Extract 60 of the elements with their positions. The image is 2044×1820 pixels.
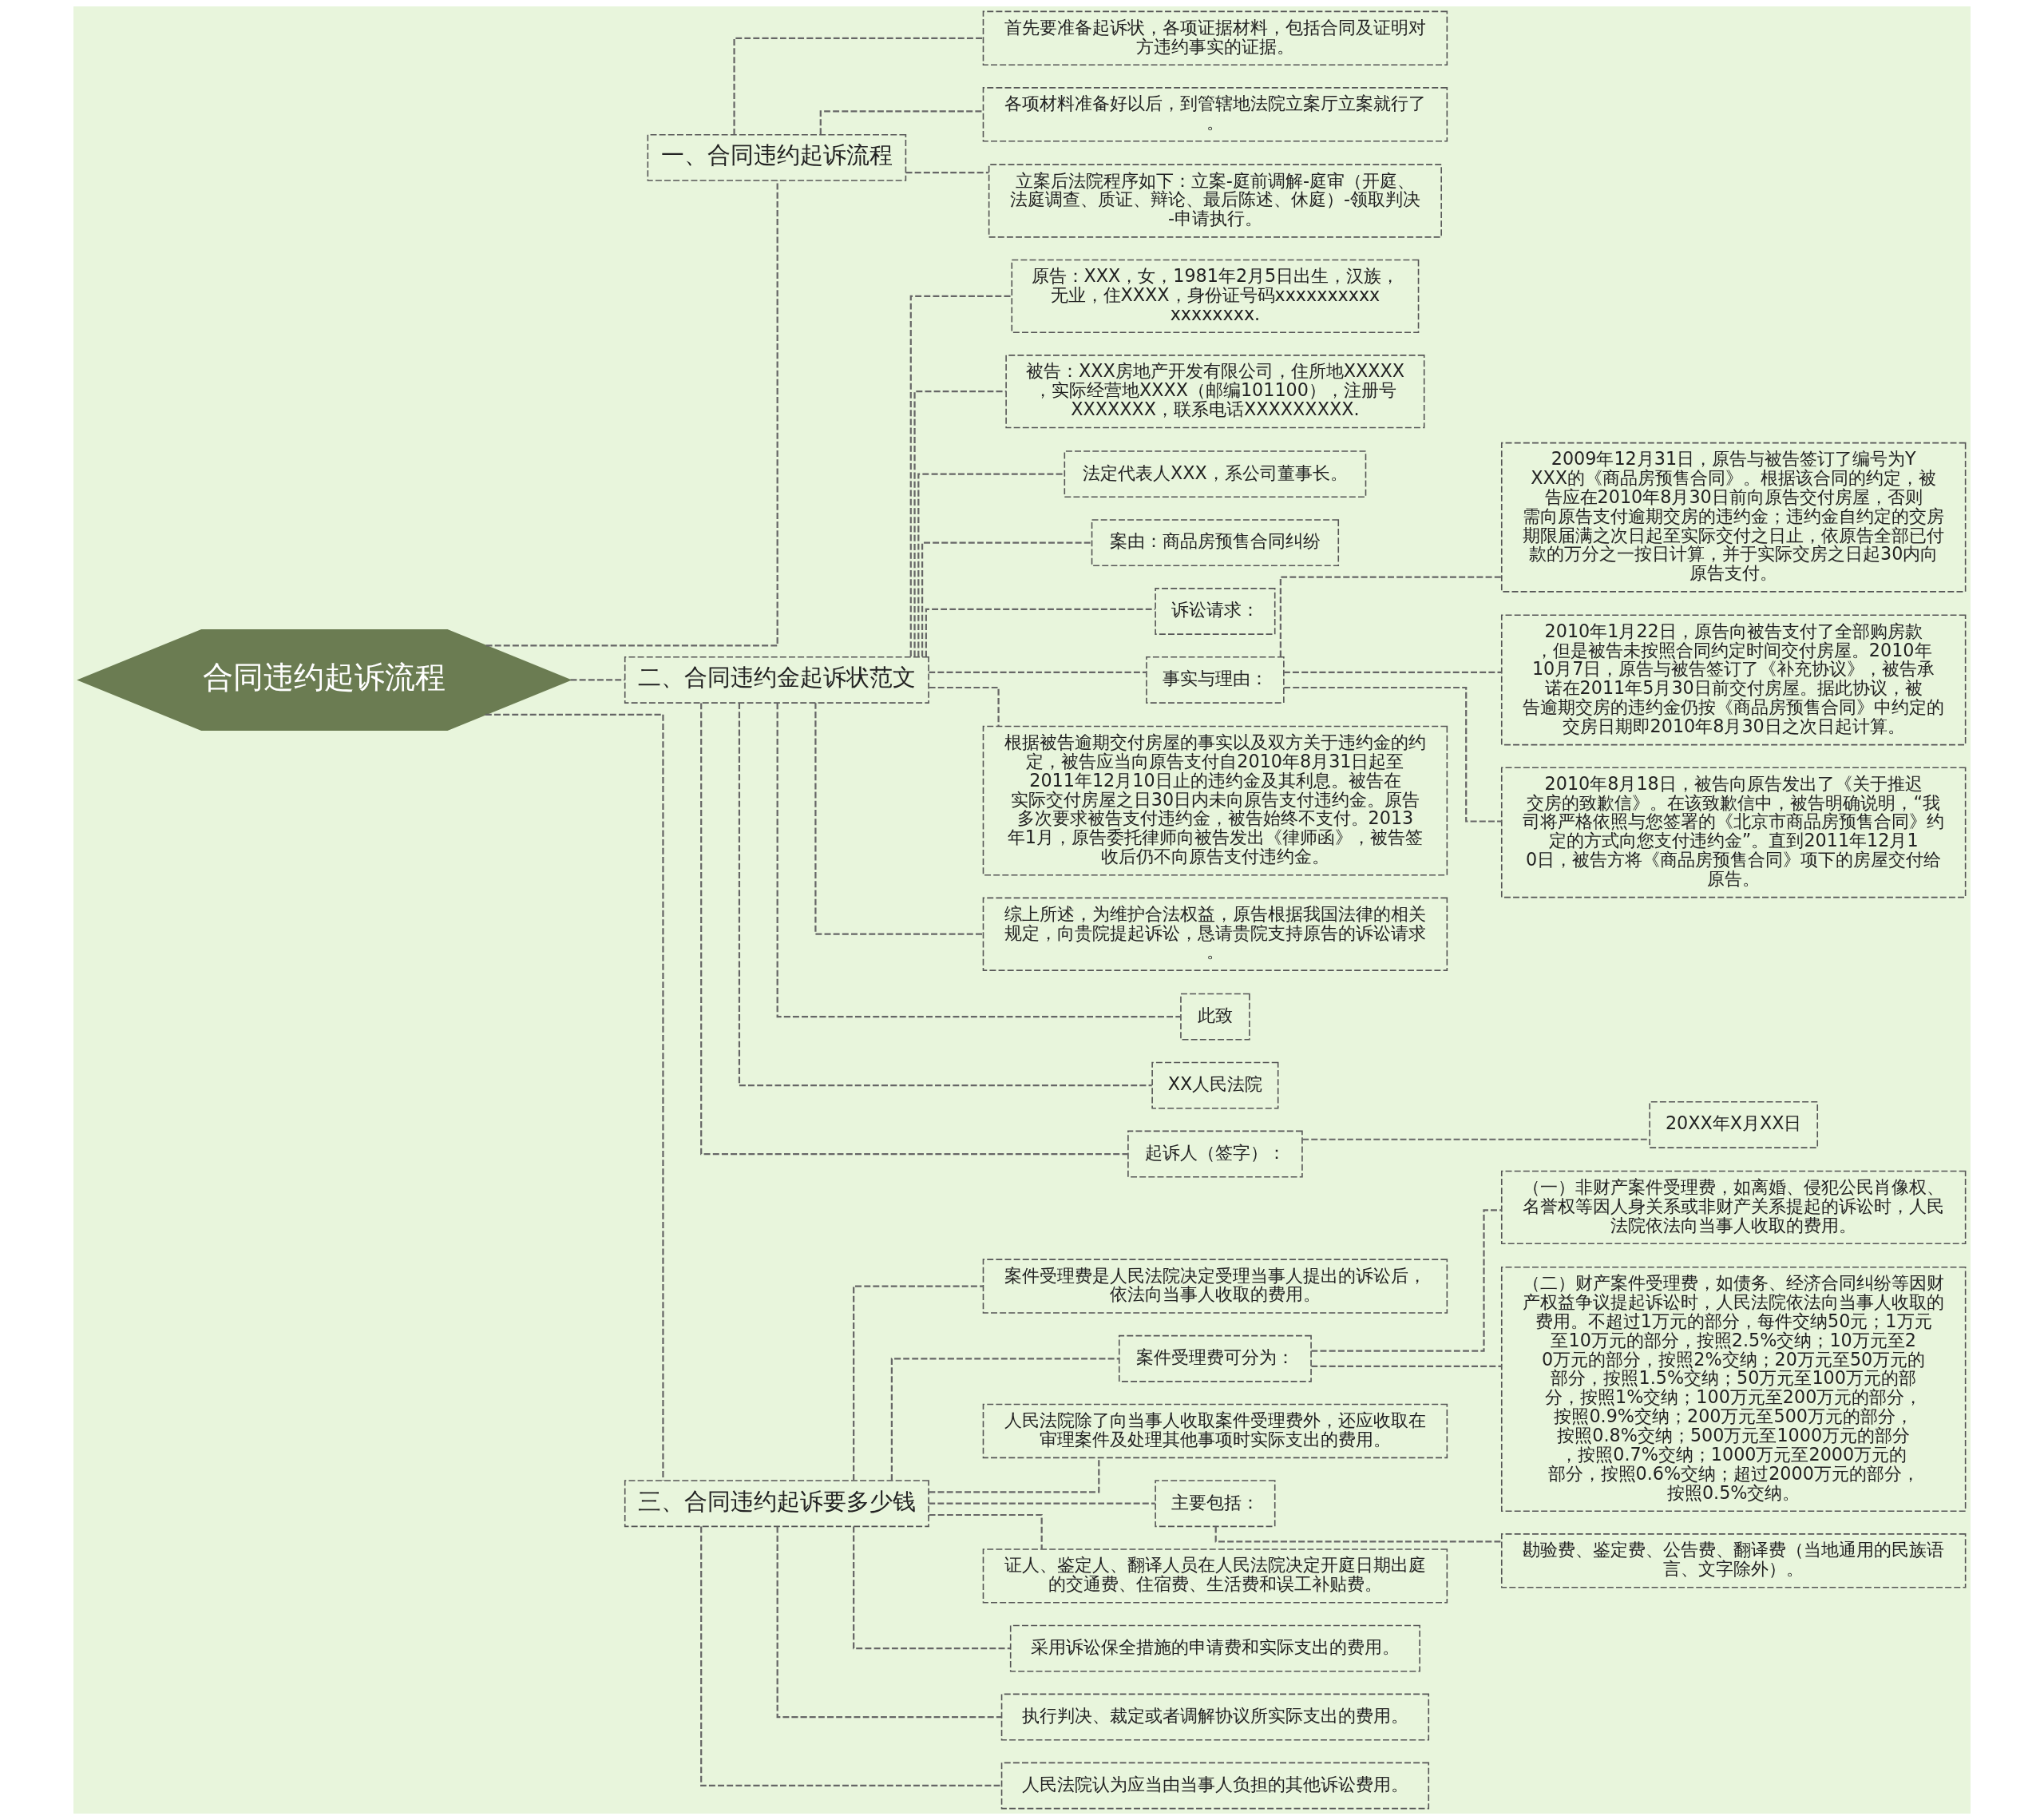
node-box: 原告：XXX，女，1981年2月5日出生，汉族，无业，住XXXX，身份证号码xxxxxxxxxxxxxxxxxx. xyxy=(1011,259,1420,333)
node-box: 二、合同违约金起诉状范文 xyxy=(624,656,929,704)
connector xyxy=(921,541,1092,657)
node-box: 证人、鉴定人、翻译人员在人民法院决定开庭日期出庭的交通费、住宿费、生活费和误工补贴费。 xyxy=(982,1548,1448,1604)
connector xyxy=(1279,576,1502,657)
connector xyxy=(913,391,1006,657)
node-box: 法定代表人XXX，系公司董事长。 xyxy=(1064,450,1367,498)
connector xyxy=(929,686,1000,726)
node-box: XX人民法院 xyxy=(1151,1061,1279,1109)
connector xyxy=(929,1502,1155,1505)
connector xyxy=(700,1526,1002,1787)
connector xyxy=(570,679,625,681)
node-box: 事实与理由： xyxy=(1146,656,1285,704)
node-box: 综上所述，为维护合法权益，原告根据我国法律的相关规定，向贵院提起诉讼，恳请贵院支持原告的诉讼请求。 xyxy=(982,897,1448,971)
connector xyxy=(1302,1138,1650,1140)
connector xyxy=(853,1285,984,1481)
connector xyxy=(853,1526,1011,1650)
connector xyxy=(733,37,984,135)
node-box: 案件受理费可分为： xyxy=(1118,1334,1312,1382)
node-box: 根据被告逾期交付房屋的事实以及双方关于违约金的约定，被告应当向原告支付自2010年8月31日起至2011年12月10日止的违约金及其利息。被告在实际交付房屋之日30日内未向原告支付违约金。原告多次要求被告支付违约金，被告始终不支付。2013年1月，原告委托律师向被告发出《律师函》，被告签收后仍不向原告支付违约金。 xyxy=(982,725,1448,876)
connector xyxy=(700,703,1128,1156)
connector xyxy=(917,473,1064,657)
node-box: 20XX年X月XX日 xyxy=(1649,1101,1819,1148)
node-box: 一、合同违约起诉流程 xyxy=(647,133,907,181)
node-box: 此致 xyxy=(1180,993,1250,1041)
connector xyxy=(1284,686,1502,823)
connector xyxy=(929,1513,1043,1549)
connector xyxy=(925,608,1155,657)
connector xyxy=(776,1526,1002,1719)
node-box: 各项材料准备好以后，到管辖地法院立案厅立案就行了。 xyxy=(982,87,1448,142)
connector xyxy=(909,295,1012,657)
node-box: 勘验费、鉴定费、公告费、翻译费（当地通用的民族语言、文字除外）。 xyxy=(1500,1533,1967,1588)
node-box: 主要包括： xyxy=(1155,1480,1276,1528)
node-box: 人民法院认为应当由当事人负担的其他诉讼费用。 xyxy=(1000,1762,1430,1810)
node-box: 诉讼请求： xyxy=(1155,588,1276,635)
node-box: 案由：商品房预售合同纠纷 xyxy=(1091,519,1340,567)
node-box: （二）财产案件受理费，如债务、经济合同纠纷等因财产权益争议提起诉讼时，人民法院依法向当事人收取的费用。不超过1万元的部分，每件交纳50元；1万元至10万元的部分，按照2.5%交纳；10万元至20万元的部分，按照2%交纳；20万元至50万元的部分，按照1.5%交纳；50万元至100万元的部分，按照1%交纳；100万元至200万元的部分，按照0.9%交纳；200万元至500万元的部分，按照0.8%交纳；500万元至1000万元的部分，按照0.7%交纳；1000万元至2000万元的部分，按照0.6%交纳；超过2000万元的部分，按照0.5%交纳。 xyxy=(1500,1266,1967,1513)
connector xyxy=(1311,1365,1502,1367)
connector xyxy=(485,713,664,1481)
connector xyxy=(890,1358,1119,1481)
node-box: 2009年12月31日，原告与被告签订了编号为YXXX的《商品房预售合同》。根据该合同的约定，被告应在2010年8月30日前向原告交付房屋，否则需向原告支付逾期交房的违约金；违约金自约定的交房期限届满之次日起至实际交付之日止，依原告全部已付款的万分之一按日计算，并于实际交房之日起30内向原告支付。 xyxy=(1500,442,1967,593)
connector xyxy=(738,703,1152,1087)
node-box: 案件受理费是人民法院决定受理当事人提出的诉讼后，依法向当事人收取的费用。 xyxy=(982,1259,1448,1314)
node-box: 2010年1月22日，原告向被告支付了全部购房款，但是被告未按照合同约定时间交付房屋。2010年10月7日，原告与被告签订了《补充协议》，被告承诺在2011年5月30日前交付房屋。据此协议，被告逾期交房的违约金仍按《商品房预售合同》中约定的交房日期即2010年8月30日之次日起计算。 xyxy=(1500,614,1967,746)
node-box: 立案后法院程序如下：立案-庭前调解-庭审（开庭、法庭调查、质证、辩论、最后陈述、休庭）-领取判决-申请执行。 xyxy=(988,164,1442,238)
node-box: 2010年8月18日，被告向原告发出了《关于推迟交房的致歉信》。在该致歉信中，被告明确说明，“我司将严格依照与您签署的《北京市商品房预售合同》约定的方式向您支付违约金”。直到2011年12月10日，被告方将《商品房预售合同》项下的房屋交付给原告。 xyxy=(1500,767,1967,898)
node-box: 三、合同违约起诉要多少钱 xyxy=(624,1480,929,1528)
connector xyxy=(1284,671,1502,674)
node-box: 被告：XXX房地产开发有限公司，住所地XXXXX，实际经营地XXXX（邮编101100），注册号XXXXXXX，联系电话XXXXXXXXX. xyxy=(1005,355,1425,429)
node-box: 执行判决、裁定或者调解协议所实际支出的费用。 xyxy=(1000,1693,1430,1741)
connector xyxy=(905,171,989,174)
node-box: 人民法院除了向当事人收取案件受理费外，还应收取在审理案件及处理其他事项时实际支出的费用。 xyxy=(982,1403,1448,1459)
node-box: 采用诉讼保全措施的申请费和实际支出的费用。 xyxy=(1009,1624,1420,1672)
node-box: 首先要准备起诉状，各项证据材料，包括合同及证明对方违约事实的证据。 xyxy=(982,10,1448,65)
node-box: （一）非财产案件受理费，如离婚、侵犯公民肖像权、名誉权等因人身关系或非财产关系提起的诉讼时，人民法院依法向当事人收取的费用。 xyxy=(1500,1170,1967,1245)
node-box: 起诉人（签字）： xyxy=(1127,1130,1303,1178)
connector xyxy=(929,1457,1100,1493)
connector xyxy=(814,703,983,935)
connector xyxy=(776,703,1181,1018)
connector xyxy=(929,671,1147,674)
